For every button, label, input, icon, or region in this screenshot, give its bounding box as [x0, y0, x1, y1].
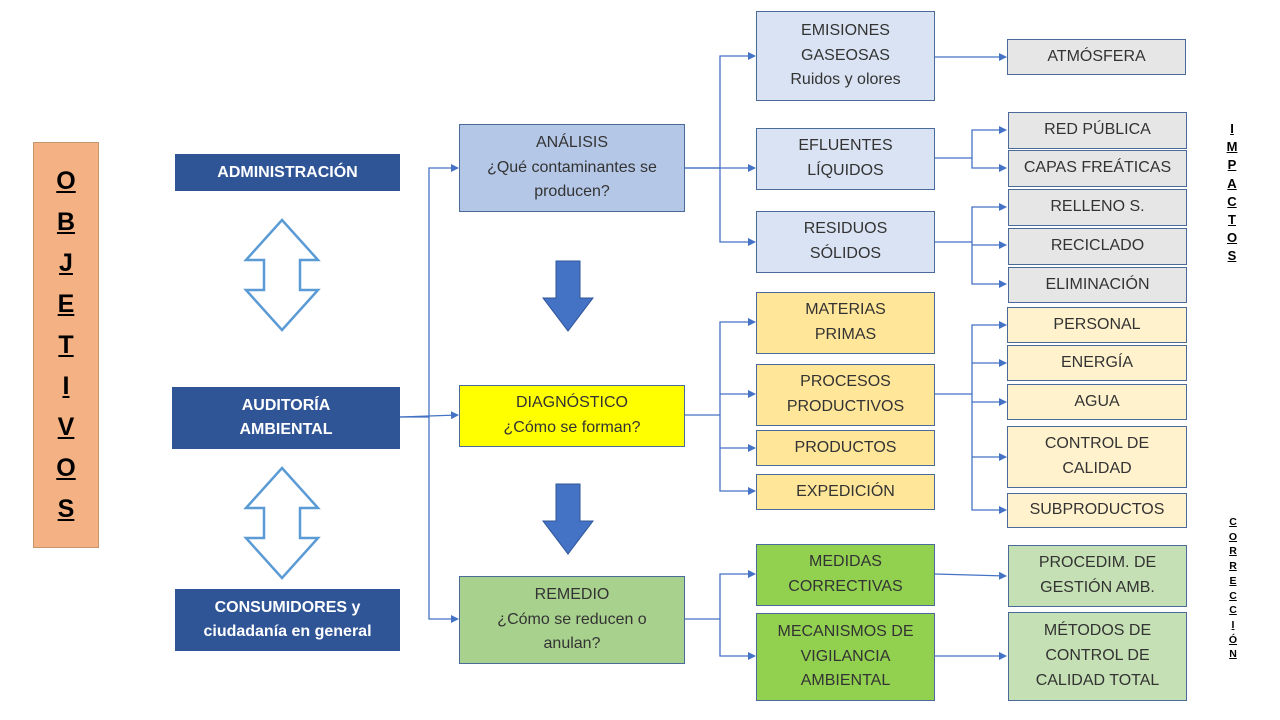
efluentes-liquidos-box: EFLUENTES LÍQUIDOS [756, 128, 935, 190]
eliminacion-box: ELIMINACIÓN [1008, 267, 1187, 303]
analisis-box: ANÁLISIS ¿Qué contaminantes se producen? [459, 124, 685, 212]
expedicion-box: EXPEDICIÓN [756, 474, 935, 510]
impactos-label: I M P A C T O S [1222, 120, 1242, 266]
correccion-letter: N [1229, 648, 1237, 661]
impactos-letter: T [1228, 212, 1236, 228]
correccion-letter: Ó [1228, 633, 1238, 646]
objetivos-letter: V [57, 412, 75, 441]
mecanismos-vigilancia-box: MECANISMOS DE VIGILANCIA AMBIENTAL [756, 613, 935, 701]
impactos-letter: S [1227, 248, 1237, 264]
objetivos-letter: S [57, 494, 75, 523]
impactos-letter: C [1227, 193, 1237, 209]
relleno-box: RELLENO S. [1008, 189, 1187, 226]
double-arrow-icon [243, 218, 321, 332]
objetivos-letter: T [58, 330, 74, 359]
personal-box: PERSONAL [1007, 307, 1187, 343]
correccion-label: C O R R E C C I Ó N [1223, 515, 1243, 662]
objetivos-letter: E [57, 289, 75, 318]
administracion-box: ADMINISTRACIÓN [175, 154, 400, 191]
atmosfera-box: ATMÓSFERA [1007, 39, 1186, 75]
subproductos-box: SUBPRODUCTOS [1007, 493, 1187, 528]
materias-primas-box: MATERIAS PRIMAS [756, 292, 935, 354]
objetivos-box: O B J E T I V O S [33, 142, 99, 548]
productos-box: PRODUCTOS [756, 430, 935, 466]
down-arrow-icon [542, 260, 594, 332]
objetivos-letter: J [59, 248, 73, 277]
impactos-letter: M [1226, 139, 1238, 155]
consumidores-box: CONSUMIDORES y ciudadanía en general [175, 589, 400, 651]
agua-box: AGUA [1007, 384, 1187, 420]
energia-box: ENERGÍA [1007, 345, 1187, 381]
impactos-letter: I [1230, 121, 1234, 136]
control-calidad-box: CONTROL DE CALIDAD [1007, 426, 1187, 488]
correccion-letter: C [1229, 589, 1237, 602]
objetivos-letter: I [62, 371, 70, 400]
correccion-letter: E [1229, 574, 1237, 587]
reciclado-box: RECICLADO [1008, 228, 1187, 265]
double-arrow-icon [243, 466, 321, 580]
diagnostico-box: DIAGNÓSTICO ¿Cómo se forman? [459, 385, 685, 447]
objetivos-letter: B [56, 207, 76, 236]
correccion-letter: R [1229, 545, 1237, 558]
remedio-box: REMEDIO ¿Cómo se reducen o anulan? [459, 576, 685, 664]
capas-freaticas-box: CAPAS FREÁTICAS [1008, 150, 1187, 187]
impactos-letter: O [1226, 230, 1238, 246]
auditoria-ambiental-box: AUDITORÍA AMBIENTAL [172, 387, 400, 449]
correccion-letter: R [1229, 560, 1237, 573]
residuos-solidos-box: RESIDUOS SÓLIDOS [756, 211, 935, 273]
impactos-letter: A [1227, 175, 1237, 191]
correccion-letter: C [1229, 604, 1237, 617]
objetivos-letter: O [56, 453, 76, 482]
procedim-gestion-box: PROCEDIM. DE GESTIÓN AMB. [1008, 545, 1187, 607]
red-publica-box: RED PÚBLICA [1008, 112, 1187, 149]
correccion-letter: C [1229, 516, 1237, 528]
impactos-letter: P [1227, 157, 1237, 173]
procesos-productivos-box: PROCESOS PRODUCTIVOS [756, 364, 935, 426]
correccion-letter: I [1231, 618, 1235, 631]
down-arrow-icon [542, 483, 594, 555]
metodos-control-box: MÉTODOS DE CONTROL DE CALIDAD TOTAL [1008, 612, 1187, 701]
medidas-correctivas-box: MEDIDAS CORRECTIVAS [756, 544, 935, 606]
emisiones-gaseosas-box: EMISIONES GASEOSAS Ruidos y olores [756, 11, 935, 101]
correccion-letter: O [1228, 530, 1238, 543]
objetivos-letter: O [56, 166, 76, 195]
